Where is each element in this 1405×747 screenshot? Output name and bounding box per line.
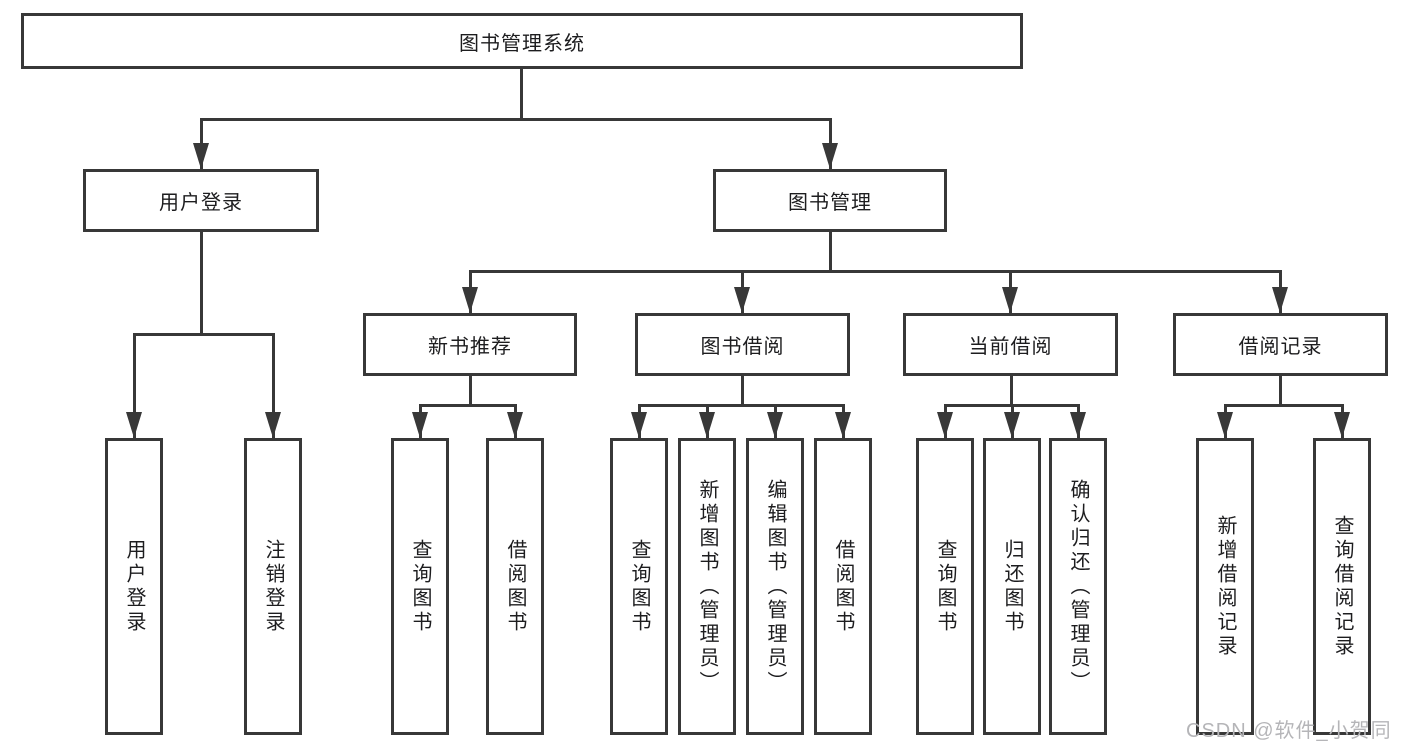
connector-line	[829, 232, 832, 272]
arrow-down-icon	[631, 412, 647, 438]
leaf-edit-book-admin: 编辑图书（管理员）	[746, 438, 804, 735]
connector-line	[133, 333, 275, 336]
node-root-label: 图书管理系统	[459, 32, 585, 55]
arrow-down-icon	[265, 412, 281, 438]
connector-line	[272, 333, 275, 438]
arrow-down-icon	[193, 143, 209, 169]
leaf-user-login-label: 用户登录	[123, 538, 145, 635]
connector-line	[419, 404, 517, 407]
leaf-add-book-admin-label: 新增图书（管理员）	[696, 478, 718, 695]
connector-line	[200, 232, 203, 335]
connector-line	[469, 270, 1282, 273]
arrow-down-icon	[507, 412, 523, 438]
node-new-book-recommend-label: 新书推荐	[428, 336, 512, 358]
arrow-down-icon	[734, 287, 750, 313]
leaf-query-book-current-label: 查询图书	[934, 538, 956, 635]
leaf-borrow-book-label: 借阅图书	[832, 538, 854, 635]
arrow-down-icon	[822, 143, 838, 169]
node-new-book-recommend: 新书推荐	[363, 313, 577, 376]
leaf-query-borrow-record-label: 查询借阅记录	[1331, 514, 1353, 659]
leaf-confirm-return-admin: 确认归还（管理员）	[1049, 438, 1107, 735]
node-root: 图书管理系统	[21, 13, 1023, 69]
arrow-down-icon	[1217, 412, 1233, 438]
arrow-down-icon	[1004, 412, 1020, 438]
leaf-query-book-recommend: 查询图书	[391, 438, 449, 735]
leaf-query-book-borrow: 查询图书	[610, 438, 668, 735]
node-book-management-label: 图书管理	[788, 192, 872, 214]
node-book-management: 图书管理	[713, 169, 947, 232]
leaf-return-book: 归还图书	[983, 438, 1041, 735]
leaf-borrow-book: 借阅图书	[814, 438, 872, 735]
leaf-logout-login: 注销登录	[244, 438, 302, 735]
arrow-down-icon	[767, 412, 783, 438]
connector-line	[741, 376, 744, 406]
arrow-down-icon	[1070, 412, 1086, 438]
node-current-borrow: 当前借阅	[903, 313, 1118, 376]
node-user-login-label: 用户登录	[159, 192, 243, 214]
arrow-down-icon	[835, 412, 851, 438]
arrow-down-icon	[937, 412, 953, 438]
arrow-down-icon	[462, 287, 478, 313]
watermark: CSDN @软件_小贺同学	[1186, 720, 1392, 742]
connector-line	[1010, 376, 1013, 406]
connector-line	[200, 118, 832, 121]
leaf-user-login: 用户登录	[105, 438, 163, 735]
leaf-logout-login-label: 注销登录	[262, 538, 284, 635]
arrow-down-icon	[699, 412, 715, 438]
node-book-borrow: 图书借阅	[635, 313, 850, 376]
leaf-edit-book-admin-label: 编辑图书（管理员）	[764, 478, 786, 695]
connector-line	[638, 404, 845, 407]
connector-line	[1279, 376, 1282, 406]
connector-line	[469, 376, 472, 406]
leaf-add-borrow-record-label: 新增借阅记录	[1214, 514, 1236, 659]
leaf-borrow-book-recommend: 借阅图书	[486, 438, 544, 735]
node-current-borrow-label: 当前借阅	[968, 336, 1053, 358]
leaf-borrow-book-recommend-label: 借阅图书	[504, 538, 526, 635]
connector-line	[520, 69, 523, 120]
node-borrow-record-label: 借阅记录	[1238, 336, 1323, 358]
arrow-down-icon	[1334, 412, 1350, 438]
leaf-query-book-current: 查询图书	[916, 438, 974, 735]
arrow-down-icon	[412, 412, 428, 438]
leaf-return-book-label: 归还图书	[1001, 538, 1023, 635]
arrow-down-icon	[126, 412, 142, 438]
connector-line	[133, 333, 136, 438]
leaf-query-borrow-record: 查询借阅记录	[1313, 438, 1371, 735]
arrow-down-icon	[1002, 287, 1018, 313]
leaf-query-book-borrow-label: 查询图书	[628, 538, 650, 635]
node-book-borrow-label: 图书借阅	[700, 336, 785, 358]
connector-line	[1224, 404, 1344, 407]
leaf-add-book-admin: 新增图书（管理员）	[678, 438, 736, 735]
arrow-down-icon	[1272, 287, 1288, 313]
leaf-add-borrow-record: 新增借阅记录	[1196, 438, 1254, 735]
leaf-confirm-return-admin-label: 确认归还（管理员）	[1067, 478, 1089, 695]
leaf-query-book-recommend-label: 查询图书	[409, 538, 431, 635]
node-borrow-record: 借阅记录	[1173, 313, 1388, 376]
node-user-login: 用户登录	[83, 169, 319, 232]
